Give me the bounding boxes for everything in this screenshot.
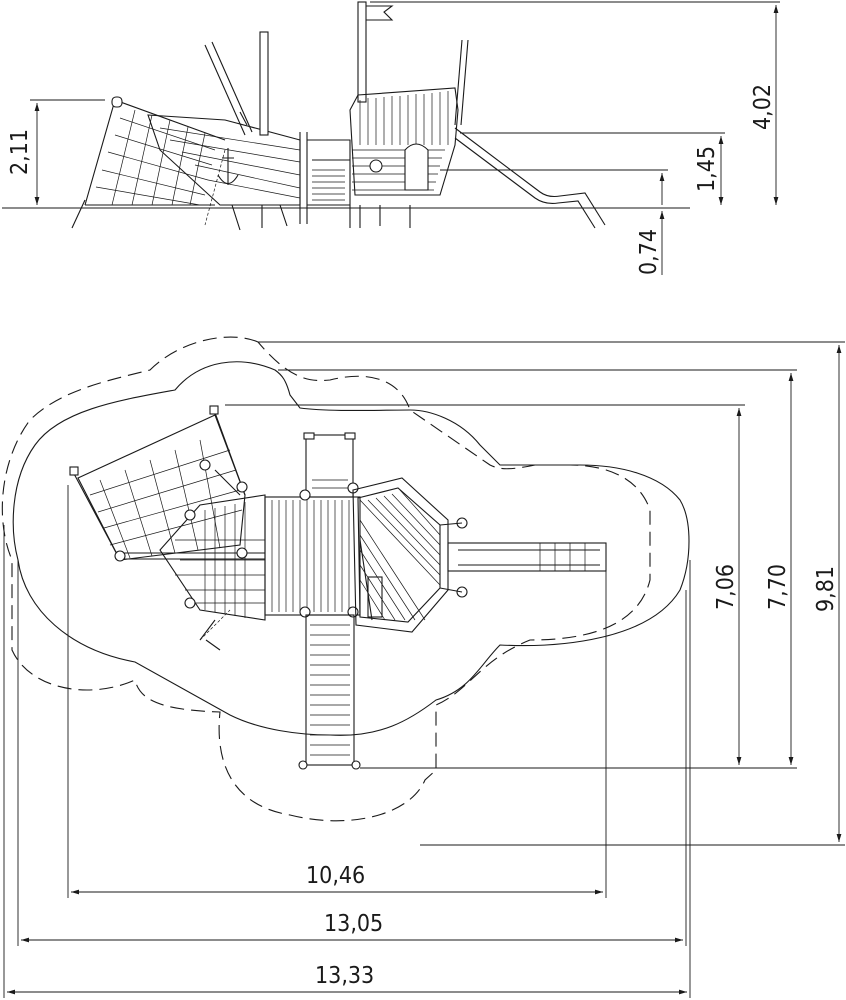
dim-height-left: 2,11 bbox=[7, 129, 33, 175]
plan-dimensions-horizontal bbox=[3, 485, 691, 998]
dim-height-platform: 1,45 bbox=[694, 146, 720, 192]
bow-net-plan bbox=[69, 405, 265, 562]
dim-depth-area: 7,70 bbox=[765, 564, 791, 610]
slide-side bbox=[454, 127, 606, 229]
slide-plan bbox=[447, 542, 607, 572]
dim-height-low-platform: 0,74 bbox=[636, 229, 662, 275]
side-view: 2,11 4,02 1,45 0,74 bbox=[2, 1, 780, 275]
stern-tower-plan bbox=[352, 477, 468, 633]
dim-width-structure: 10,46 bbox=[306, 863, 365, 889]
lower-ladder-plan bbox=[298, 614, 361, 770]
side-dimensions bbox=[30, 1, 780, 275]
dim-depth-total: 9,81 bbox=[813, 566, 839, 612]
dim-height-total: 4,02 bbox=[750, 84, 776, 130]
stern-tower bbox=[349, 1, 469, 228]
bow-climbing-net bbox=[71, 96, 226, 229]
safety-zone-inner bbox=[12, 361, 690, 736]
ship-hull bbox=[147, 31, 308, 231]
plan-view: 7,06 7,70 9,81 10,46 13,05 13,33 bbox=[1, 336, 845, 998]
middle-deck bbox=[307, 139, 351, 206]
dim-depth-structure: 7,06 bbox=[713, 564, 739, 610]
dim-width-total: 13,33 bbox=[315, 963, 374, 989]
dim-width-area: 13,05 bbox=[324, 911, 383, 937]
safety-zone-outer bbox=[1, 336, 651, 822]
plan-dimensions-vertical bbox=[225, 341, 845, 846]
central-deck-plan bbox=[264, 432, 361, 618]
